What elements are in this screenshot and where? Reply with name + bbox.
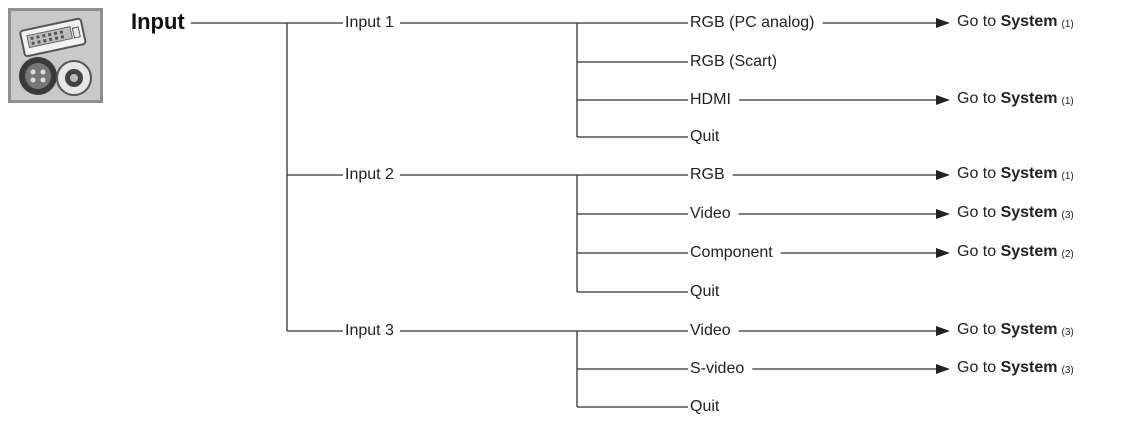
goto-prefix: Go to xyxy=(957,243,1001,260)
goto-system-label: Go to System(1) xyxy=(957,12,1074,34)
item-label: Video xyxy=(690,322,731,339)
input-label: Input 1 xyxy=(345,14,394,31)
arrow-head xyxy=(936,326,950,336)
goto-target: System xyxy=(1000,90,1058,107)
goto-target: System xyxy=(1000,321,1058,338)
item-label: Video xyxy=(690,205,731,222)
goto-system-label: Go to System(3) xyxy=(957,203,1074,225)
goto-system-label: Go to System(3) xyxy=(957,320,1074,342)
item-label: S-video xyxy=(690,360,745,377)
arrow-head xyxy=(936,18,950,28)
input-label: Input 2 xyxy=(345,166,394,183)
goto-system-label: Go to System(1) xyxy=(957,89,1074,111)
goto-prefix: Go to xyxy=(957,359,1001,376)
root-title: Input xyxy=(131,9,185,34)
system-ref-number: (3) xyxy=(1061,210,1074,221)
goto-prefix: Go to xyxy=(957,90,1001,107)
system-ref-number: (2) xyxy=(1061,249,1074,260)
goto-target: System xyxy=(1000,13,1058,30)
system-ref-number: (3) xyxy=(1061,365,1074,376)
goto-target: System xyxy=(1000,165,1058,182)
input-menu-icon xyxy=(8,8,103,103)
goto-system-label: Go to System(3) xyxy=(957,358,1074,380)
system-ref-number: (1) xyxy=(1061,96,1074,107)
arrow-head xyxy=(936,209,950,219)
arrow-head xyxy=(936,95,950,105)
item-label: Quit xyxy=(690,283,720,300)
system-ref-number: (1) xyxy=(1061,19,1074,30)
item-label: RGB xyxy=(690,166,725,183)
goto-target: System xyxy=(1000,243,1058,260)
arrow-head xyxy=(936,248,950,258)
goto-system-label: Go to System(1) xyxy=(957,164,1074,186)
item-label: Component xyxy=(690,244,773,261)
system-ref-number: (1) xyxy=(1061,171,1074,182)
item-label: Quit xyxy=(690,398,720,415)
goto-target: System xyxy=(1000,204,1058,221)
goto-prefix: Go to xyxy=(957,13,1001,30)
arrow-head xyxy=(936,170,950,180)
goto-system-label: Go to System(2) xyxy=(957,242,1074,264)
goto-prefix: Go to xyxy=(957,165,1001,182)
item-label: RGB (Scart) xyxy=(690,53,778,70)
goto-prefix: Go to xyxy=(957,321,1001,338)
input-label: Input 3 xyxy=(345,322,394,339)
goto-prefix: Go to xyxy=(957,204,1001,221)
item-label: Quit xyxy=(690,128,720,145)
goto-target: System xyxy=(1000,359,1058,376)
system-ref-number: (3) xyxy=(1061,327,1074,338)
item-label: RGB (PC analog) xyxy=(690,14,815,31)
arrow-head xyxy=(936,364,950,374)
item-label: HDMI xyxy=(690,91,731,108)
